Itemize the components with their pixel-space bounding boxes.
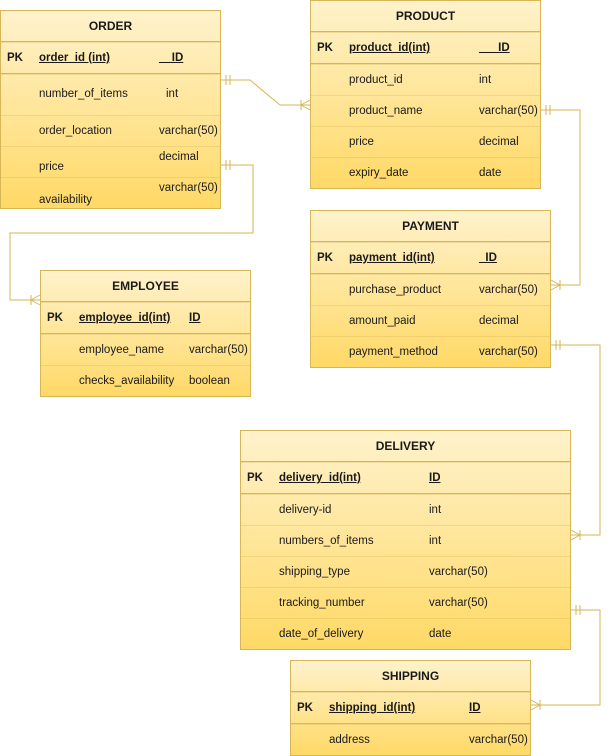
column-name: product_name xyxy=(349,105,423,117)
payment-pk-name: payment_id(int) xyxy=(349,252,435,264)
entity-delivery-pk-row[interactable]: PK delivery_id(int) ID xyxy=(241,462,570,494)
order-row-availability[interactable]: availability varchar(50) xyxy=(1,177,220,208)
column-name: product_id xyxy=(349,74,403,86)
employee-pk-type: ID xyxy=(189,312,201,324)
column-type: varchar(50) xyxy=(479,284,538,296)
column-name: address xyxy=(329,734,370,746)
column-name: payment_method xyxy=(349,346,438,358)
product-pk-name: product_id(int) xyxy=(349,42,431,54)
pk-label: PK xyxy=(247,472,263,484)
column-type: decimal xyxy=(479,315,519,327)
entity-shipping[interactable]: SHIPPING PK shipping_id(int) ID address … xyxy=(290,660,531,756)
pk-label: PK xyxy=(317,252,333,264)
entity-payment-pk-row[interactable]: PK payment_id(int) _ID xyxy=(311,242,550,274)
column-type: date xyxy=(429,628,452,640)
entity-order-title: ORDER xyxy=(1,11,220,42)
column-name: availability xyxy=(39,194,93,206)
column-type: boolean xyxy=(189,375,230,387)
delivery-row-numbers-of-items[interactable]: numbers_of_items int xyxy=(241,525,570,556)
employee-row-checks-availability[interactable]: checks_availability boolean xyxy=(41,365,250,396)
payment-row-purchase-product[interactable]: purchase_product varchar(50) xyxy=(311,274,550,305)
column-type: decimal xyxy=(479,136,519,148)
entity-product-title: PRODUCT xyxy=(311,1,540,32)
entity-order-pk-row[interactable]: PK order_id (int) __ID xyxy=(1,42,220,74)
product-row-price[interactable]: price decimal xyxy=(311,126,540,157)
payment-pk-type: _ID xyxy=(479,252,497,264)
entity-delivery[interactable]: DELIVERY PK delivery_id(int) ID delivery… xyxy=(240,430,571,650)
column-type: int xyxy=(429,535,442,547)
shipping-pk-type: ID xyxy=(469,702,481,714)
entity-delivery-title: DELIVERY xyxy=(241,431,570,462)
entity-employee-pk-row[interactable]: PK employee_id(int) ID xyxy=(41,302,250,334)
column-type: varchar(50) xyxy=(159,125,218,137)
column-type: varchar(50) xyxy=(159,182,218,194)
pk-label: PK xyxy=(317,42,333,54)
column-name: number_of_items xyxy=(39,88,128,100)
column-type: varchar(50) xyxy=(469,734,528,746)
column-type: varchar(50) xyxy=(479,346,538,358)
column-name: delivery-id xyxy=(279,504,332,516)
column-type: varchar(50) xyxy=(429,566,488,578)
column-type: date xyxy=(479,167,502,179)
column-name: purchase_product xyxy=(349,284,442,296)
order-pk-name: order_id (int) xyxy=(39,52,110,64)
delivery-row-delivery-id[interactable]: delivery-id int xyxy=(241,494,570,525)
shipping-pk-name: shipping_id(int) xyxy=(329,702,416,714)
pk-label: PK xyxy=(7,52,23,64)
payment-row-payment-method[interactable]: payment_method varchar(50) xyxy=(311,336,550,367)
column-name: amount_paid xyxy=(349,315,416,327)
relationship-order-product xyxy=(221,79,310,106)
column-name: date_of_delivery xyxy=(279,628,364,640)
order-pk-type: __ID xyxy=(159,52,184,64)
column-name: numbers_of_items xyxy=(279,535,374,547)
entity-employee[interactable]: EMPLOYEE PK employee_id(int) ID employee… xyxy=(40,270,251,397)
entity-payment-title: PAYMENT xyxy=(311,211,550,242)
delivery-pk-type: ID xyxy=(429,472,441,484)
entity-payment[interactable]: PAYMENT PK payment_id(int) _ID purchase_… xyxy=(310,210,551,368)
column-type: varchar(50) xyxy=(189,344,248,356)
delivery-row-shipping-type[interactable]: shipping_type varchar(50) xyxy=(241,556,570,587)
delivery-pk-name: delivery_id(int) xyxy=(279,472,361,484)
entity-order[interactable]: ORDER PK order_id (int) __ID number_of_i… xyxy=(0,10,221,209)
product-row-expiry-date[interactable]: expiry_date date xyxy=(311,157,540,188)
column-type: decimal xyxy=(159,151,199,163)
column-name: tracking_number xyxy=(279,597,365,609)
column-name: order_location xyxy=(39,125,112,137)
product-pk-type: ___ID xyxy=(479,42,510,54)
entity-product-pk-row[interactable]: PK product_id(int) ___ID xyxy=(311,32,540,64)
entity-product[interactable]: PRODUCT PK product_id(int) ___ID product… xyxy=(310,0,541,189)
shipping-row-address[interactable]: address varchar(50) xyxy=(291,724,530,755)
column-type: varchar(50) xyxy=(429,597,488,609)
column-type: varchar(50) xyxy=(479,105,538,117)
order-row-price[interactable]: price decimal xyxy=(1,146,220,177)
order-row-order-location[interactable]: order_location varchar(50) xyxy=(1,115,220,146)
column-name: shipping_type xyxy=(279,566,350,578)
product-row-product-id[interactable]: product_id int xyxy=(311,64,540,95)
delivery-row-tracking-number[interactable]: tracking_number varchar(50) xyxy=(241,587,570,618)
order-row-number-of-items[interactable]: number_of_items int xyxy=(1,74,220,115)
column-name: checks_availability xyxy=(79,375,175,387)
employee-pk-name: employee_id(int) xyxy=(79,312,171,324)
entity-shipping-title: SHIPPING xyxy=(291,661,530,692)
column-type: int xyxy=(166,88,179,100)
product-row-product-name[interactable]: product_name varchar(50) xyxy=(311,95,540,126)
column-name: price xyxy=(39,161,64,173)
column-type: int xyxy=(429,504,442,516)
entity-shipping-pk-row[interactable]: PK shipping_id(int) ID xyxy=(291,692,530,724)
entity-employee-title: EMPLOYEE xyxy=(41,271,250,302)
payment-row-amount-paid[interactable]: amount_paid decimal xyxy=(311,305,550,336)
column-name: expiry_date xyxy=(349,167,409,179)
employee-row-employee-name[interactable]: employee_name varchar(50) xyxy=(41,334,250,365)
column-type: int xyxy=(479,74,492,86)
column-name: price xyxy=(349,136,374,148)
pk-label: PK xyxy=(47,312,63,324)
delivery-row-date-of-delivery[interactable]: date_of_delivery date xyxy=(241,618,570,649)
column-name: employee_name xyxy=(79,344,165,356)
pk-label: PK xyxy=(297,702,313,714)
